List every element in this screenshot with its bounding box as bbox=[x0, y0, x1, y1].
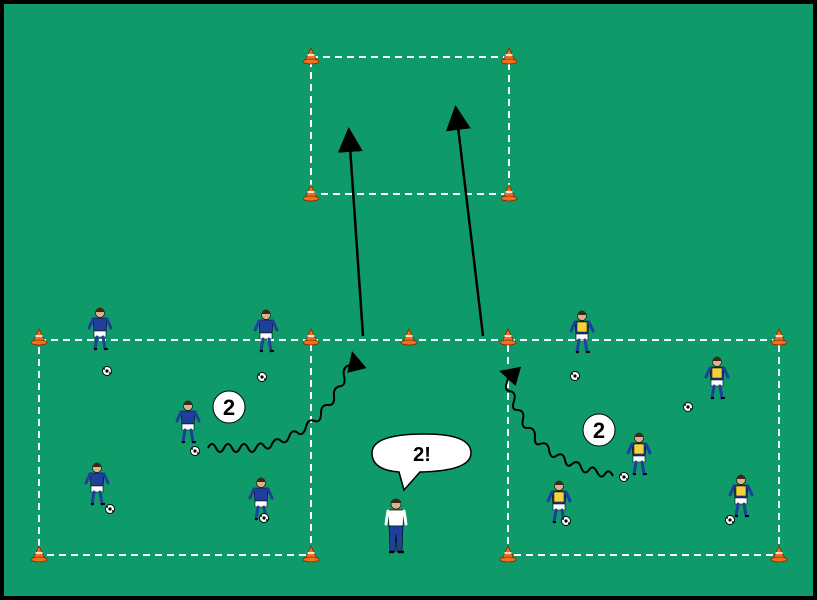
dribble-arrow-right bbox=[499, 366, 614, 478]
run-arrow-left bbox=[337, 127, 365, 337]
coach-call-text: 2! bbox=[413, 444, 431, 466]
right-count-badge: 2 bbox=[582, 413, 616, 447]
soccer-ball-icon bbox=[725, 515, 735, 525]
right-count-label: 2 bbox=[593, 418, 605, 443]
soccer-ball-icon bbox=[190, 446, 200, 456]
speech-bubble: 2! bbox=[371, 433, 472, 492]
run-arrow-right bbox=[445, 105, 485, 337]
right-grid bbox=[507, 339, 780, 556]
soccer-ball-icon bbox=[683, 402, 693, 412]
left-grid bbox=[38, 339, 312, 556]
soccer-ball-icon bbox=[257, 372, 267, 382]
dribble-arrow-left bbox=[207, 351, 367, 453]
soccer-ball-icon bbox=[102, 366, 112, 376]
soccer-ball-icon bbox=[570, 371, 580, 381]
soccer-ball-icon bbox=[105, 504, 115, 514]
soccer-ball-icon bbox=[619, 472, 629, 482]
left-count-label: 2 bbox=[223, 395, 235, 420]
soccer-ball-icon bbox=[259, 513, 269, 523]
run-arrows bbox=[337, 105, 485, 337]
soccer-ball-icon bbox=[561, 516, 571, 526]
target-zone bbox=[310, 56, 510, 195]
left-count-badge: 2 bbox=[212, 390, 246, 424]
dribble-arrows bbox=[207, 351, 614, 478]
